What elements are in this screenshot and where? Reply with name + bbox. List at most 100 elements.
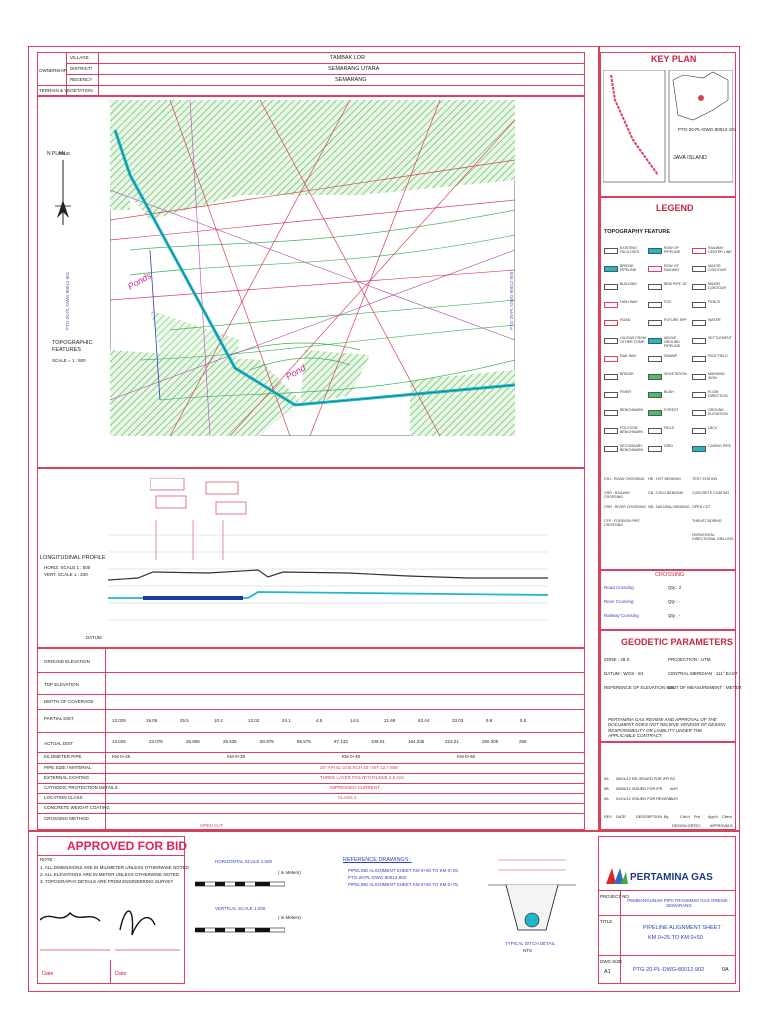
legend-label: GROUND ELEVATION [708,408,728,416]
revision-head: DESCRIPTION [636,815,662,819]
project-label: PROJECT NO. [600,894,631,899]
geodetic-param: CENTRAL MERIDIAN : 111° EAST [668,671,738,676]
legend-label: BRIDGE PIPELINE [620,264,637,272]
legend-subtitle: TOPOGRAPHY FEATURE [604,229,671,235]
revision-foot: DESIGN ORTEC [672,824,701,828]
legend-symbol [692,320,706,326]
legend-symbol [692,266,706,272]
legend-symbol [692,392,706,398]
legend-label: BUSH [664,390,674,394]
legend-symbol [648,356,662,362]
legend-symbol [648,338,662,344]
signatures [40,910,180,951]
legend-symbol [604,284,618,290]
key-plan-map [603,70,733,183]
ref-2: PTG-20-PL-DWG-80012-902 [348,875,407,880]
geodetic-param: ZONE : 49 S [604,657,630,662]
geodetic-frame [600,630,736,742]
legend-label: FOREST [664,408,679,412]
hscale-unit: ( in Meters) [278,870,301,875]
legend-symbol [604,446,618,452]
topo-scale: SCALE = 1 : 500 [52,358,86,363]
revision-head: Client [722,815,732,819]
project-value: PEMBANGUNAN PIPA TRANSMISI GAS GRESIK - … [627,898,731,909]
revision-cell: 05/01/12 [616,777,631,781]
legend-label: LBCV [708,426,718,430]
legend-label: OIL/GAS FROM OTHER COMP. [620,336,646,344]
legend-label: MINOR CONTOUR [708,282,727,290]
value-district: SEMARANG UTARA [328,66,380,72]
drawing-number: PTG-20-PL-DWG-80012-902 [633,967,705,973]
km-value: KM 0+30 [227,754,246,759]
legend-label: ROAD [620,318,631,322]
row-coating: EXTERNAL COATING [44,775,90,780]
ditch-detail-scale: NTS [523,948,532,953]
legend-label: ROW OF PIPELINE [664,246,681,254]
partial-dist-value: 14.5 [350,718,359,723]
actual-dist-value: 80.975 [260,739,274,744]
revision-frame [600,742,736,830]
legend-label: MARKING SIGN [708,372,725,380]
crossing-code: CRJ : ROAD CROSSING [604,477,645,481]
crossing-code: CONCRETE COATING [692,491,730,495]
label-ownership: OWNERSHIP [39,68,67,73]
value-village: TAMBAK LOR [330,55,366,61]
title-label: TITLE [600,919,613,924]
key-plan-frame [600,52,736,197]
crossing-qty: Qty : - [668,599,681,604]
crossing-type: Railway Crossing [604,613,639,618]
legend-symbol [692,356,706,362]
title-block [598,836,736,984]
revision-cell: RE-ISSUED FOR IFR [632,777,669,781]
crossing-title: CROSSING [655,572,685,578]
revision-cell: AHS [670,787,678,791]
revision-cell: 0B [604,787,609,791]
legend-title: LEGEND [656,203,694,213]
plan-view-map: Ponds Pond [110,100,515,436]
label-village: VILLAGE [70,55,89,60]
legend-label: VEGETATION [664,372,687,376]
geodetic-title: GEODETIC PARAMETERS [621,637,733,647]
partial-dist-value: 21.69 [384,718,396,723]
date-label-2: Date [115,971,127,977]
legend-label: CASING PIPE [708,444,731,448]
crossing-code: CFP : FOREIGN PIPE CROSSING [604,519,640,527]
plan-view-frame [37,96,585,468]
row-method: CROSSING METHOD [44,816,89,821]
legend-label: BENCHMARK [620,408,643,412]
date-label-1: Date [42,971,54,977]
legend-symbol [648,410,662,416]
revision-cell: RC [670,777,676,781]
row-km: KILOMETER PIPE [44,754,82,759]
crossing-frame [600,570,736,630]
crossing-code: CRR : RIVER CROSSING [604,505,646,509]
note-title: NOTE : [40,857,56,862]
crossing-code: TEST STATION [692,477,718,481]
legend-symbol [604,266,618,272]
revision-cell: 01/01/12 [616,797,631,801]
actual-dist-value: 95.575 [297,739,311,744]
dwg-size-label: DWG SIZE [600,959,623,964]
partial-dist-value: 13.025 [112,718,126,723]
legend-symbol [648,374,662,380]
dwg-size: A1 [604,969,611,975]
legend-label: RAILWAY CENTER LINE [708,246,732,254]
ref-3: PIPELINE ALIGNMENT SHEET KM 0+50 TO KM 0… [348,882,458,887]
bottom-divider [28,830,740,832]
km-value: KM 0+25 [112,754,131,759]
row-ground-elev: GROUND ELEVATION [44,659,90,664]
ref-1: PIPELINE ALIGNMENT SHEET KM 0+00 TO KM 0… [348,868,458,873]
legend-symbol [648,284,662,290]
topo-features-title: TOPOGRAPHIC FEATURES [52,340,93,354]
sheet-frame [28,46,740,992]
legend-symbol [648,320,662,326]
revision-head: App'd [708,815,718,819]
crossing-code: CRR : RAILWAY CROSSING [604,491,631,499]
crossing-code: NB : NATURAL BENDING [648,505,690,509]
crossing-code: OPEN CUT [692,505,711,509]
revision-head: DATE [616,815,626,819]
actual-dist-value: 250.305 [482,739,499,744]
geodetic-param: UNIT OF MEASUREMENT : METER [668,685,742,690]
profile-hscale: HORIZ. SCALE 1 : 500 [44,565,91,570]
profile-chart [108,520,548,621]
